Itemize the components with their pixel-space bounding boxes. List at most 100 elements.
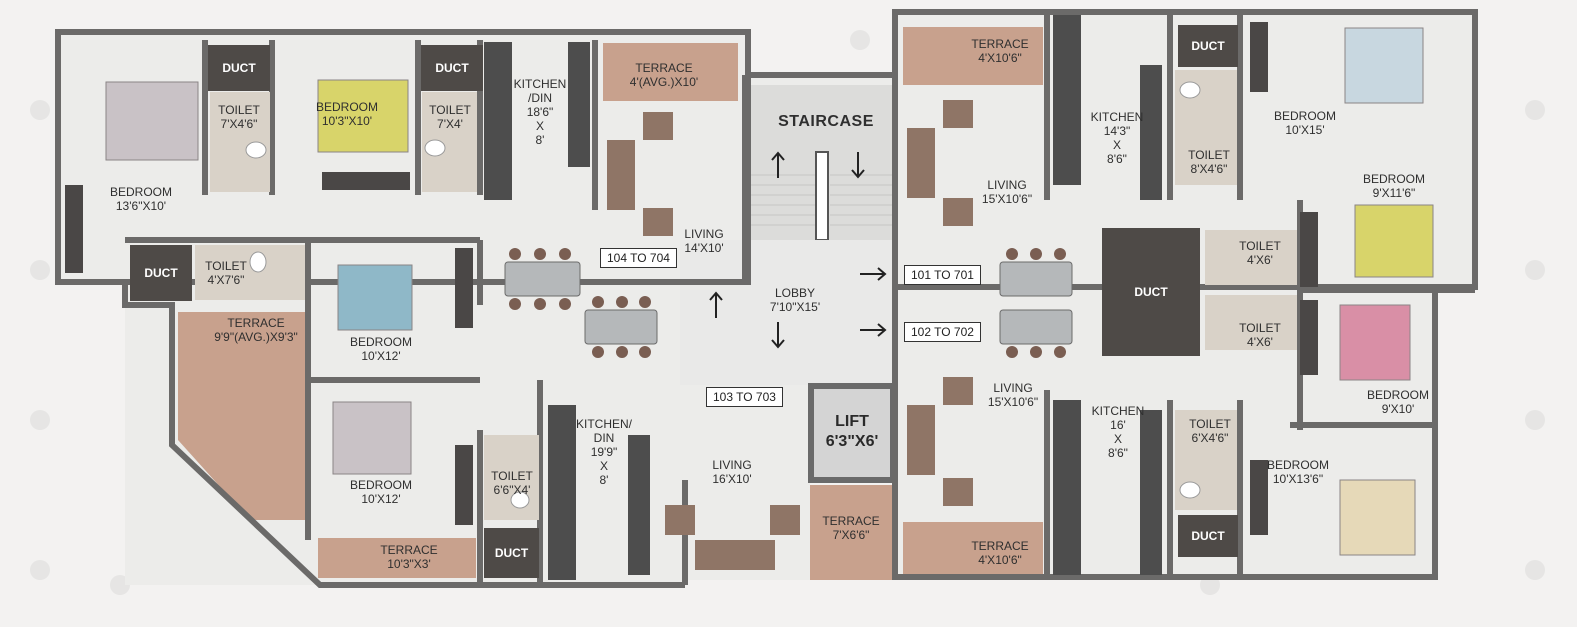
lobby-label: LOBBY 7'10"X15': [770, 286, 820, 314]
arrow-up-icon: [771, 151, 785, 178]
room-dimension: 4'X6': [1247, 253, 1273, 267]
room-name: TOILET: [205, 259, 247, 273]
room-name: LIVING: [712, 458, 752, 472]
room-dimension: 8'6": [1107, 152, 1127, 166]
lift-name: LIFT: [835, 413, 869, 430]
room-dimension: 9'X11'6": [1372, 186, 1416, 200]
room-dimension: 6'6"X4': [493, 483, 531, 497]
room-dimension: 16'X10': [712, 472, 752, 486]
duct-shaft: DUCT: [208, 45, 270, 91]
room-dimension: 14'X10': [684, 241, 724, 255]
room-name: TOILET: [1239, 239, 1281, 253]
room-dimension: 7'X4': [437, 117, 463, 131]
room-dimension: 4'X7'6": [207, 273, 245, 287]
arrow-up-icon: [709, 291, 723, 318]
terraces: [178, 27, 1043, 580]
arrow-right-icon: [860, 323, 887, 337]
room-dimension: 10'3"X3': [387, 557, 431, 571]
room-dimension: 16': [1110, 418, 1126, 432]
room-dimension: 10'3"X10': [321, 114, 373, 128]
arrow-right-icon: [860, 267, 887, 281]
room-dimension: 4'X10'6": [978, 51, 1022, 65]
room-name: BEDROOM: [349, 478, 413, 492]
room-dimension: 9'X10': [1381, 402, 1415, 416]
room-dimension: 6'X4'6": [1191, 431, 1229, 445]
lobby-name: LOBBY: [774, 286, 816, 300]
room-name: TERRACE: [227, 316, 285, 330]
duct-shaft: DUCT: [1102, 228, 1200, 356]
dining-chairs: [509, 248, 1066, 358]
room-dimension: 8'X4'6": [1190, 162, 1228, 176]
unit-tag: 103 TO 703: [706, 387, 783, 407]
room-dimension: 4'(AVG.)X10': [629, 75, 699, 89]
room-dimension: 4'X10'6": [978, 553, 1022, 567]
room-name: BEDROOM: [315, 100, 379, 114]
room-name: TOILET: [1239, 321, 1281, 335]
room-dimension: 4'X6': [1247, 335, 1273, 349]
room-dimension: 13'6"X10': [115, 199, 167, 213]
room-name: TOILET: [491, 469, 533, 483]
lift-shaft: [808, 383, 896, 483]
room-name: BEDROOM: [1273, 109, 1337, 123]
room-name: TERRACE: [635, 61, 693, 75]
duct-shaft: DUCT: [484, 528, 539, 578]
room-dimension: 18'6": [526, 105, 554, 119]
room-dimension: X: [1113, 432, 1123, 446]
room-dimension: 9'9"(AVG.)X9'3": [214, 330, 298, 344]
room-name: KITCHEN: [1091, 404, 1145, 418]
room-name: KITCHEN/: [575, 417, 633, 431]
unit-tag: 101 TO 701: [904, 265, 981, 285]
room-name: TOILET: [1189, 417, 1231, 431]
unit-tag: 102 TO 702: [904, 322, 981, 342]
room-name: BEDROOM: [349, 335, 413, 349]
room-name: LIVING: [987, 178, 1027, 192]
room-name: TERRACE: [380, 543, 438, 557]
arrow-down-icon: [851, 152, 865, 179]
toilet-fixtures: [245, 81, 1201, 509]
room-name: TOILET: [1188, 148, 1230, 162]
duct-shaft: DUCT: [1178, 515, 1238, 557]
room-name: BEDROOM: [1266, 458, 1330, 472]
staircase-label: STAIRCASE: [778, 113, 874, 130]
lift-size: 6'3"X6': [825, 433, 879, 450]
room-dimension: 8'6": [1108, 446, 1128, 460]
room-dimension: 10'X12': [361, 349, 401, 363]
room-dimension: 7'X4'6": [220, 117, 258, 131]
room-name: LIVING: [993, 381, 1033, 395]
lift-label: LIFT 6'3"X6': [826, 412, 879, 452]
toilet-floors: [195, 70, 1297, 520]
room-name: TOILET: [218, 103, 260, 117]
kitchen-counters: [484, 15, 1162, 580]
room-dimension: 10'X15': [1285, 123, 1325, 137]
room-name: LIVING: [684, 227, 724, 241]
room-name: TERRACE: [971, 37, 1029, 51]
room-dimension: 15'X10'6": [987, 395, 1039, 409]
duct-shaft: DUCT: [130, 245, 192, 301]
